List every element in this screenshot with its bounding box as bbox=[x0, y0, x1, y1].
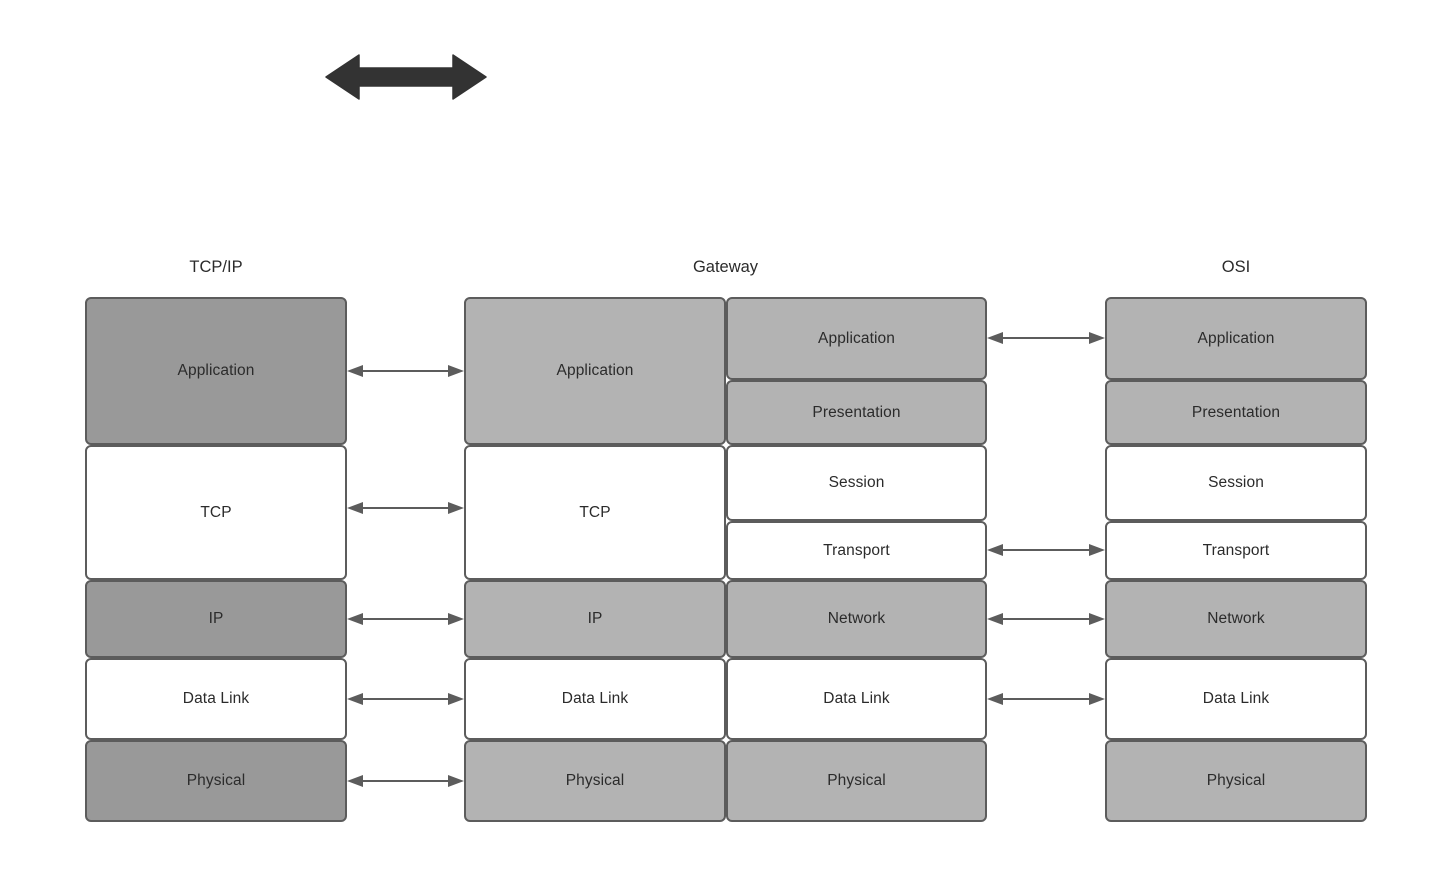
column-title-osi: OSI bbox=[1221, 258, 1251, 276]
osi-layer-transport[interactable]: Transport bbox=[1105, 521, 1367, 580]
gateway-right-layer-presentation[interactable]: Presentation bbox=[726, 380, 987, 445]
gateway-right-layer-network[interactable]: Network bbox=[726, 580, 987, 658]
osi-layer-data-link[interactable]: Data Link bbox=[1105, 658, 1367, 740]
osi-layer-network[interactable]: Network bbox=[1105, 580, 1367, 658]
gateway-right-layer-transport[interactable]: Transport bbox=[726, 521, 987, 580]
connector-gateway-osi-data-link bbox=[987, 691, 1105, 707]
column-title-gateway: Gateway bbox=[692, 258, 759, 276]
connector-gateway-osi-transport bbox=[987, 542, 1105, 558]
connector-gateway-osi-application bbox=[987, 330, 1105, 346]
bidirectional-block-arrow bbox=[325, 52, 487, 102]
tcpip-layer-data-link[interactable]: Data Link bbox=[85, 658, 347, 740]
gateway-right-layer-application[interactable]: Application bbox=[726, 297, 987, 380]
connector-tcpip-gateway-data-link bbox=[347, 691, 464, 707]
tcpip-layer-tcp[interactable]: TCP bbox=[85, 445, 347, 580]
gateway-left-layer-tcp[interactable]: TCP bbox=[464, 445, 726, 580]
osi-layer-physical[interactable]: Physical bbox=[1105, 740, 1367, 822]
gateway-left-layer-data-link[interactable]: Data Link bbox=[464, 658, 726, 740]
gateway-left-layer-application[interactable]: Application bbox=[464, 297, 726, 445]
osi-layer-application[interactable]: Application bbox=[1105, 297, 1367, 380]
column-title-tcpip: TCP/IP bbox=[189, 258, 243, 276]
tcpip-layer-ip[interactable]: IP bbox=[85, 580, 347, 658]
connector-tcpip-gateway-tcp bbox=[347, 500, 464, 516]
connector-gateway-osi-network bbox=[987, 611, 1105, 627]
gateway-right-layer-physical[interactable]: Physical bbox=[726, 740, 987, 822]
osi-layer-presentation[interactable]: Presentation bbox=[1105, 380, 1367, 445]
gateway-right-layer-data-link[interactable]: Data Link bbox=[726, 658, 987, 740]
osi-layer-session[interactable]: Session bbox=[1105, 445, 1367, 521]
connector-tcpip-gateway-application bbox=[347, 363, 464, 379]
gateway-left-layer-ip[interactable]: IP bbox=[464, 580, 726, 658]
gateway-left-layer-physical[interactable]: Physical bbox=[464, 740, 726, 822]
connector-tcpip-gateway-physical bbox=[347, 773, 464, 789]
connector-tcpip-gateway-ip bbox=[347, 611, 464, 627]
tcpip-layer-application[interactable]: Application bbox=[85, 297, 347, 445]
gateway-right-layer-session[interactable]: Session bbox=[726, 445, 987, 521]
tcpip-layer-physical[interactable]: Physical bbox=[85, 740, 347, 822]
